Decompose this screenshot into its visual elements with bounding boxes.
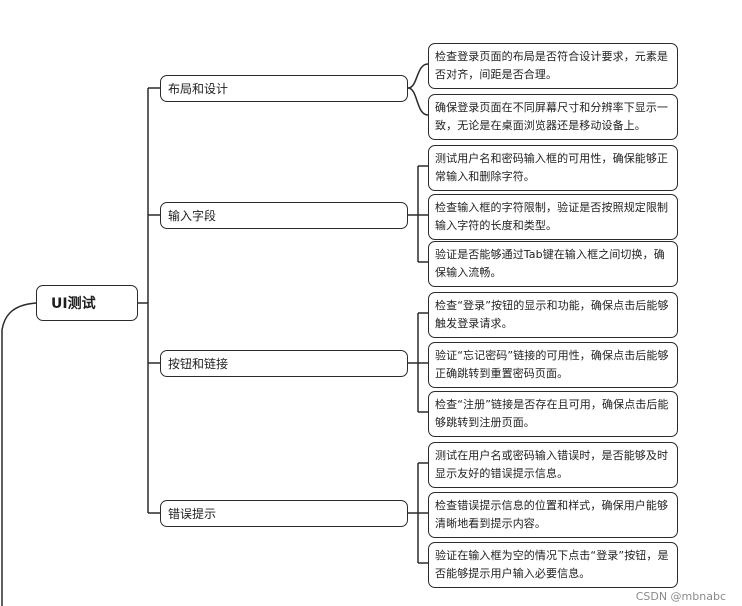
leaf-text: 检查错误提示信息的位置和样式，确保用户能够清晰地看到提示内容。 <box>435 499 669 530</box>
leaf-node: 验证是否能够通过Tab键在输入框之间切换，确保输入流畅。 <box>428 241 678 287</box>
branch-2-leaves <box>408 165 428 263</box>
branch-4-leaves <box>408 462 428 564</box>
leaf-node: 检查“注册”链接是否存在且可用，确保点击后能够跳转到注册页面。 <box>428 391 678 437</box>
leaf-text: 验证是否能够通过Tab键在输入框之间切换，确保输入流畅。 <box>435 248 665 279</box>
root-label: UI测试 <box>51 296 96 312</box>
leaf-node: 检查登录页面的布局是否符合设计要求，元素是否对齐，间距是否合理。 <box>428 43 678 89</box>
leaf-node: 验证在输入框为空的情况下点击“登录”按钮，是否能够提示用户输入必要信息。 <box>428 542 678 588</box>
branch-3-leaves <box>408 312 428 413</box>
leaf-node: 测试用户名和密码输入框的可用性，确保能够正常输入和删除字符。 <box>428 145 678 191</box>
branch-label: 输入字段 <box>168 209 217 223</box>
branch-1-leaves <box>407 63 429 116</box>
leaf-text: 检查“注册”链接是否存在且可用，确保点击后能够跳转到注册页面。 <box>435 398 669 429</box>
leaf-text: 测试用户名和密码输入框的可用性，确保能够正常输入和删除字符。 <box>435 152 669 183</box>
leaf-node: 验证“忘记密码”链接的可用性，确保点击后能够正确跳转到重置密码页面。 <box>428 342 678 388</box>
leaf-node: 检查错误提示信息的位置和样式，确保用户能够清晰地看到提示内容。 <box>428 492 678 538</box>
branch-label: 按钮和链接 <box>168 357 229 371</box>
branch-node-error-messages: 错误提示 <box>160 500 408 527</box>
leaf-node: 确保登录页面在不同屏幕尺寸和分辨率下显示一致，无论是在桌面浏览器还是移动设备上。 <box>428 94 678 140</box>
root-node: UI测试 <box>36 285 138 321</box>
leaf-node: 检查“登录”按钮的显示和功能，确保点击后能够触发登录请求。 <box>428 292 678 338</box>
branch-label: 错误提示 <box>168 507 217 521</box>
root-tail-curve <box>1 302 37 606</box>
leaf-text: 确保登录页面在不同屏幕尺寸和分辨率下显示一致，无论是在桌面浏览器还是移动设备上。 <box>435 101 669 132</box>
leaf-text: 检查“登录”按钮的显示和功能，确保点击后能够触发登录请求。 <box>435 299 669 330</box>
leaf-node: 检查输入框的字符限制，验证是否按照规定限制输入字符的长度和类型。 <box>428 194 678 240</box>
leaf-node: 测试在用户名或密码输入错误时，是否能够及时显示友好的错误提示信息。 <box>428 442 678 488</box>
leaf-text: 检查输入框的字符限制，验证是否按照规定限制输入字符的长度和类型。 <box>435 201 669 232</box>
leaf-text: 验证在输入框为空的情况下点击“登录”按钮，是否能够提示用户输入必要信息。 <box>435 549 669 580</box>
branch-node-layout: 布局和设计 <box>160 75 408 102</box>
branch-node-input-fields: 输入字段 <box>160 202 408 229</box>
branch-label: 布局和设计 <box>168 82 229 96</box>
leaf-text: 验证“忘记密码”链接的可用性，确保点击后能够正确跳转到重置密码页面。 <box>435 349 669 380</box>
leaf-text: 检查登录页面的布局是否符合设计要求，元素是否对齐，间距是否合理。 <box>435 50 669 81</box>
root-to-branches <box>138 87 160 514</box>
branch-node-buttons-links: 按钮和链接 <box>160 350 408 377</box>
watermark: CSDN @mbnabc <box>635 590 726 603</box>
leaf-text: 测试在用户名或密码输入错误时，是否能够及时显示友好的错误提示信息。 <box>435 449 669 480</box>
